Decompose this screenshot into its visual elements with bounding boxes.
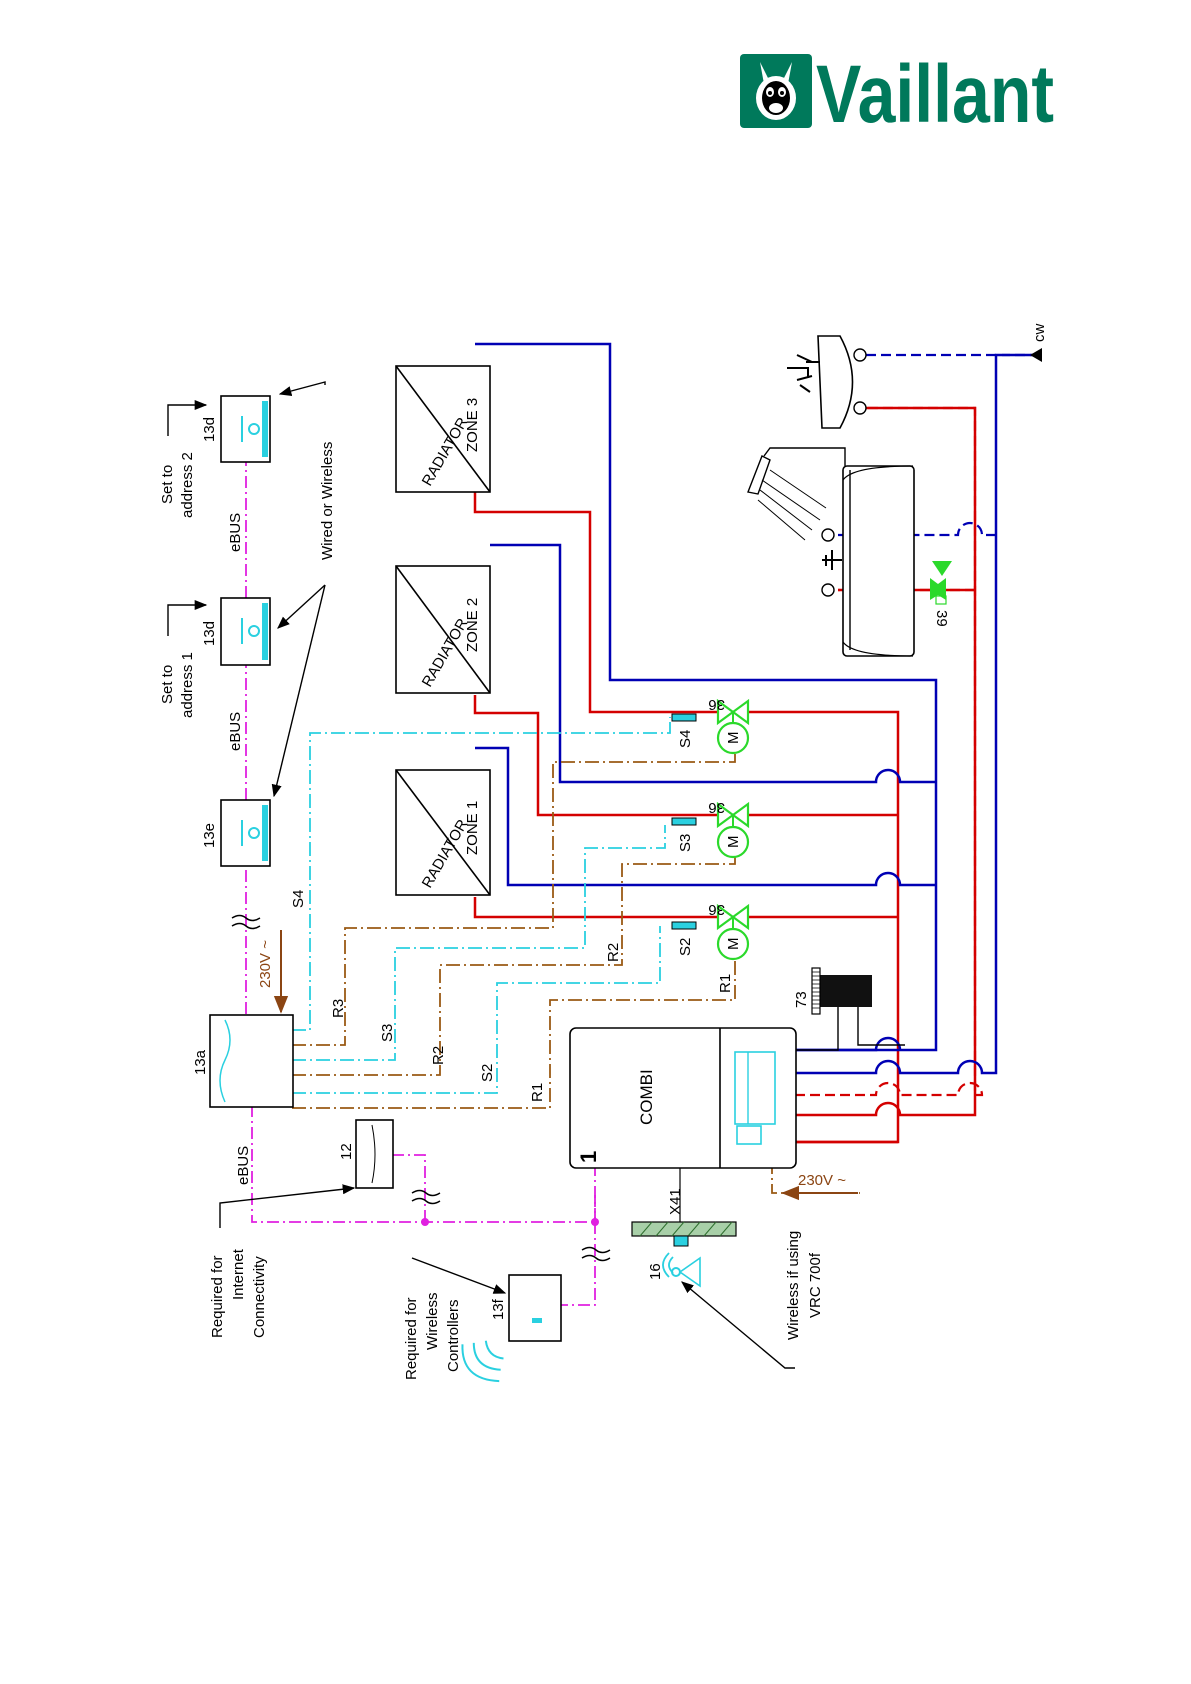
- controller-13e-label: 13e: [201, 823, 218, 848]
- wireless-if-line2: VRC 700f: [807, 1252, 824, 1318]
- controller-13e: 13e: [201, 799, 271, 867]
- wireless-receiver-label: 13f: [490, 1298, 507, 1320]
- outdoor-sensor-73: 73: [793, 967, 905, 1051]
- set-address-2-line1: Set to: [159, 465, 176, 504]
- wire-s4-label: S4: [290, 890, 307, 908]
- internet-line3: Connectivity: [251, 1256, 268, 1338]
- radiator-zone-1: RADIATOR ZONE 1: [395, 769, 491, 896]
- set-address-1-line1: Set to: [159, 665, 176, 704]
- sensor-s3-label: S3: [677, 834, 694, 852]
- sensor-s2: S2: [671, 921, 697, 956]
- sensor-s4: S4: [671, 713, 697, 748]
- valve-2-motor: M: [725, 836, 742, 849]
- line-break-symbols: [231, 914, 611, 1262]
- mixer-label: 39: [933, 610, 950, 627]
- internet-gateway-label: 12: [338, 1143, 355, 1160]
- wash-basin: [787, 335, 867, 429]
- connector-x41: X41: [631, 1168, 737, 1247]
- zone-valve-2: M 36: [708, 799, 750, 859]
- wireless-if-line1: Wireless if using: [785, 1231, 802, 1340]
- power-label-1: 230V ~: [257, 940, 274, 988]
- controller-13d-address-1: 13d: [201, 597, 271, 666]
- wiring-centre-13a: 13a: [192, 1014, 294, 1108]
- sensor-s3: S3: [671, 817, 697, 852]
- wireless-ctrl-line1: Required for: [403, 1297, 420, 1380]
- wireless-module-label: 16: [647, 1263, 664, 1280]
- outdoor-sensor-label: 73: [793, 991, 810, 1008]
- controller-13d-address-2: 13d: [201, 395, 271, 463]
- cw-label: cw: [1031, 324, 1048, 343]
- sensor-s4-label: S4: [677, 730, 694, 748]
- internet-leader: [219, 1184, 356, 1228]
- sensor-wires: [292, 717, 671, 1094]
- address-leaders: [167, 381, 326, 798]
- cold-water-inlet-arrow: [1030, 348, 1042, 362]
- x41-label: X41: [667, 1188, 684, 1215]
- boiler-label: COMBI: [637, 1069, 656, 1125]
- sensor-s2-label: S2: [677, 938, 694, 956]
- wire-r2b-label: R2: [605, 943, 622, 962]
- valve-1-number: 36: [708, 901, 725, 918]
- wireless-ctrl-leader: [411, 1257, 507, 1294]
- valve-1-motor: M: [725, 938, 742, 951]
- valve-3-motor: M: [725, 732, 742, 745]
- wireless-ctrl-line3: Controllers: [445, 1299, 462, 1372]
- set-address-1-line2: address 1: [179, 652, 196, 718]
- wired-or-wireless-label: Wired or Wireless: [319, 442, 336, 560]
- wire-r1-label: R1: [529, 1083, 546, 1102]
- wireless-receiver-13f: 13f: [461, 1274, 562, 1383]
- radiator-1-zone: ZONE 1: [464, 801, 481, 855]
- controller-13d-2-label: 13d: [201, 417, 218, 442]
- radiator-3-zone: ZONE 3: [464, 398, 481, 452]
- zone-valve-3: M 36: [708, 696, 750, 755]
- wiring-centre-label: 13a: [192, 1049, 209, 1075]
- combi-boiler: COMBI 1: [569, 1027, 797, 1169]
- internet-line2: Internet: [230, 1248, 247, 1300]
- thermostatic-mixer-39: 39: [930, 561, 952, 627]
- wireless-module-16: 16: [647, 1252, 701, 1288]
- brand-name: Vaillant: [816, 52, 1054, 132]
- internet-gateway-12: 12: [338, 1119, 394, 1189]
- wire-r2-label: R2: [430, 1046, 447, 1065]
- bath-shower: [747, 447, 915, 657]
- internet-line1: Required for: [209, 1255, 226, 1338]
- wire-s3-label: S3: [379, 1024, 396, 1042]
- zone-valve-1: M 36: [708, 901, 750, 961]
- radiator-zone-2: RADIATOR ZONE 2: [395, 565, 491, 694]
- valve-3-number: 36: [708, 696, 725, 713]
- ebus-label-3: eBUS: [235, 1146, 252, 1185]
- power-supply-13a: 230V ~: [257, 930, 289, 1014]
- vaillant-logo: Vaillant: [740, 52, 1054, 132]
- return-pipes: [475, 342, 1040, 1075]
- set-address-2-line2: address 2: [179, 452, 196, 518]
- valve-2-number: 36: [708, 799, 725, 816]
- wireless-ctrl-line2: Wireless: [424, 1292, 441, 1350]
- radiator-2-zone: ZONE 2: [464, 598, 481, 652]
- wire-r3-label: R3: [330, 999, 347, 1018]
- wire-r1b-label: R1: [717, 974, 734, 993]
- ebus-label-1: eBUS: [227, 712, 244, 751]
- controller-13d-1-label: 13d: [201, 621, 218, 646]
- ebus-label-2: eBUS: [227, 513, 244, 552]
- boiler-number: 1: [576, 1151, 601, 1163]
- wire-s2-label: S2: [479, 1064, 496, 1082]
- power-label-2: 230V ~: [798, 1172, 846, 1189]
- wireless-if-leader: [681, 1281, 795, 1369]
- radiator-zone-3: RADIATOR ZONE 3: [395, 365, 491, 493]
- power-supply-boiler: 230V ~: [781, 1172, 858, 1201]
